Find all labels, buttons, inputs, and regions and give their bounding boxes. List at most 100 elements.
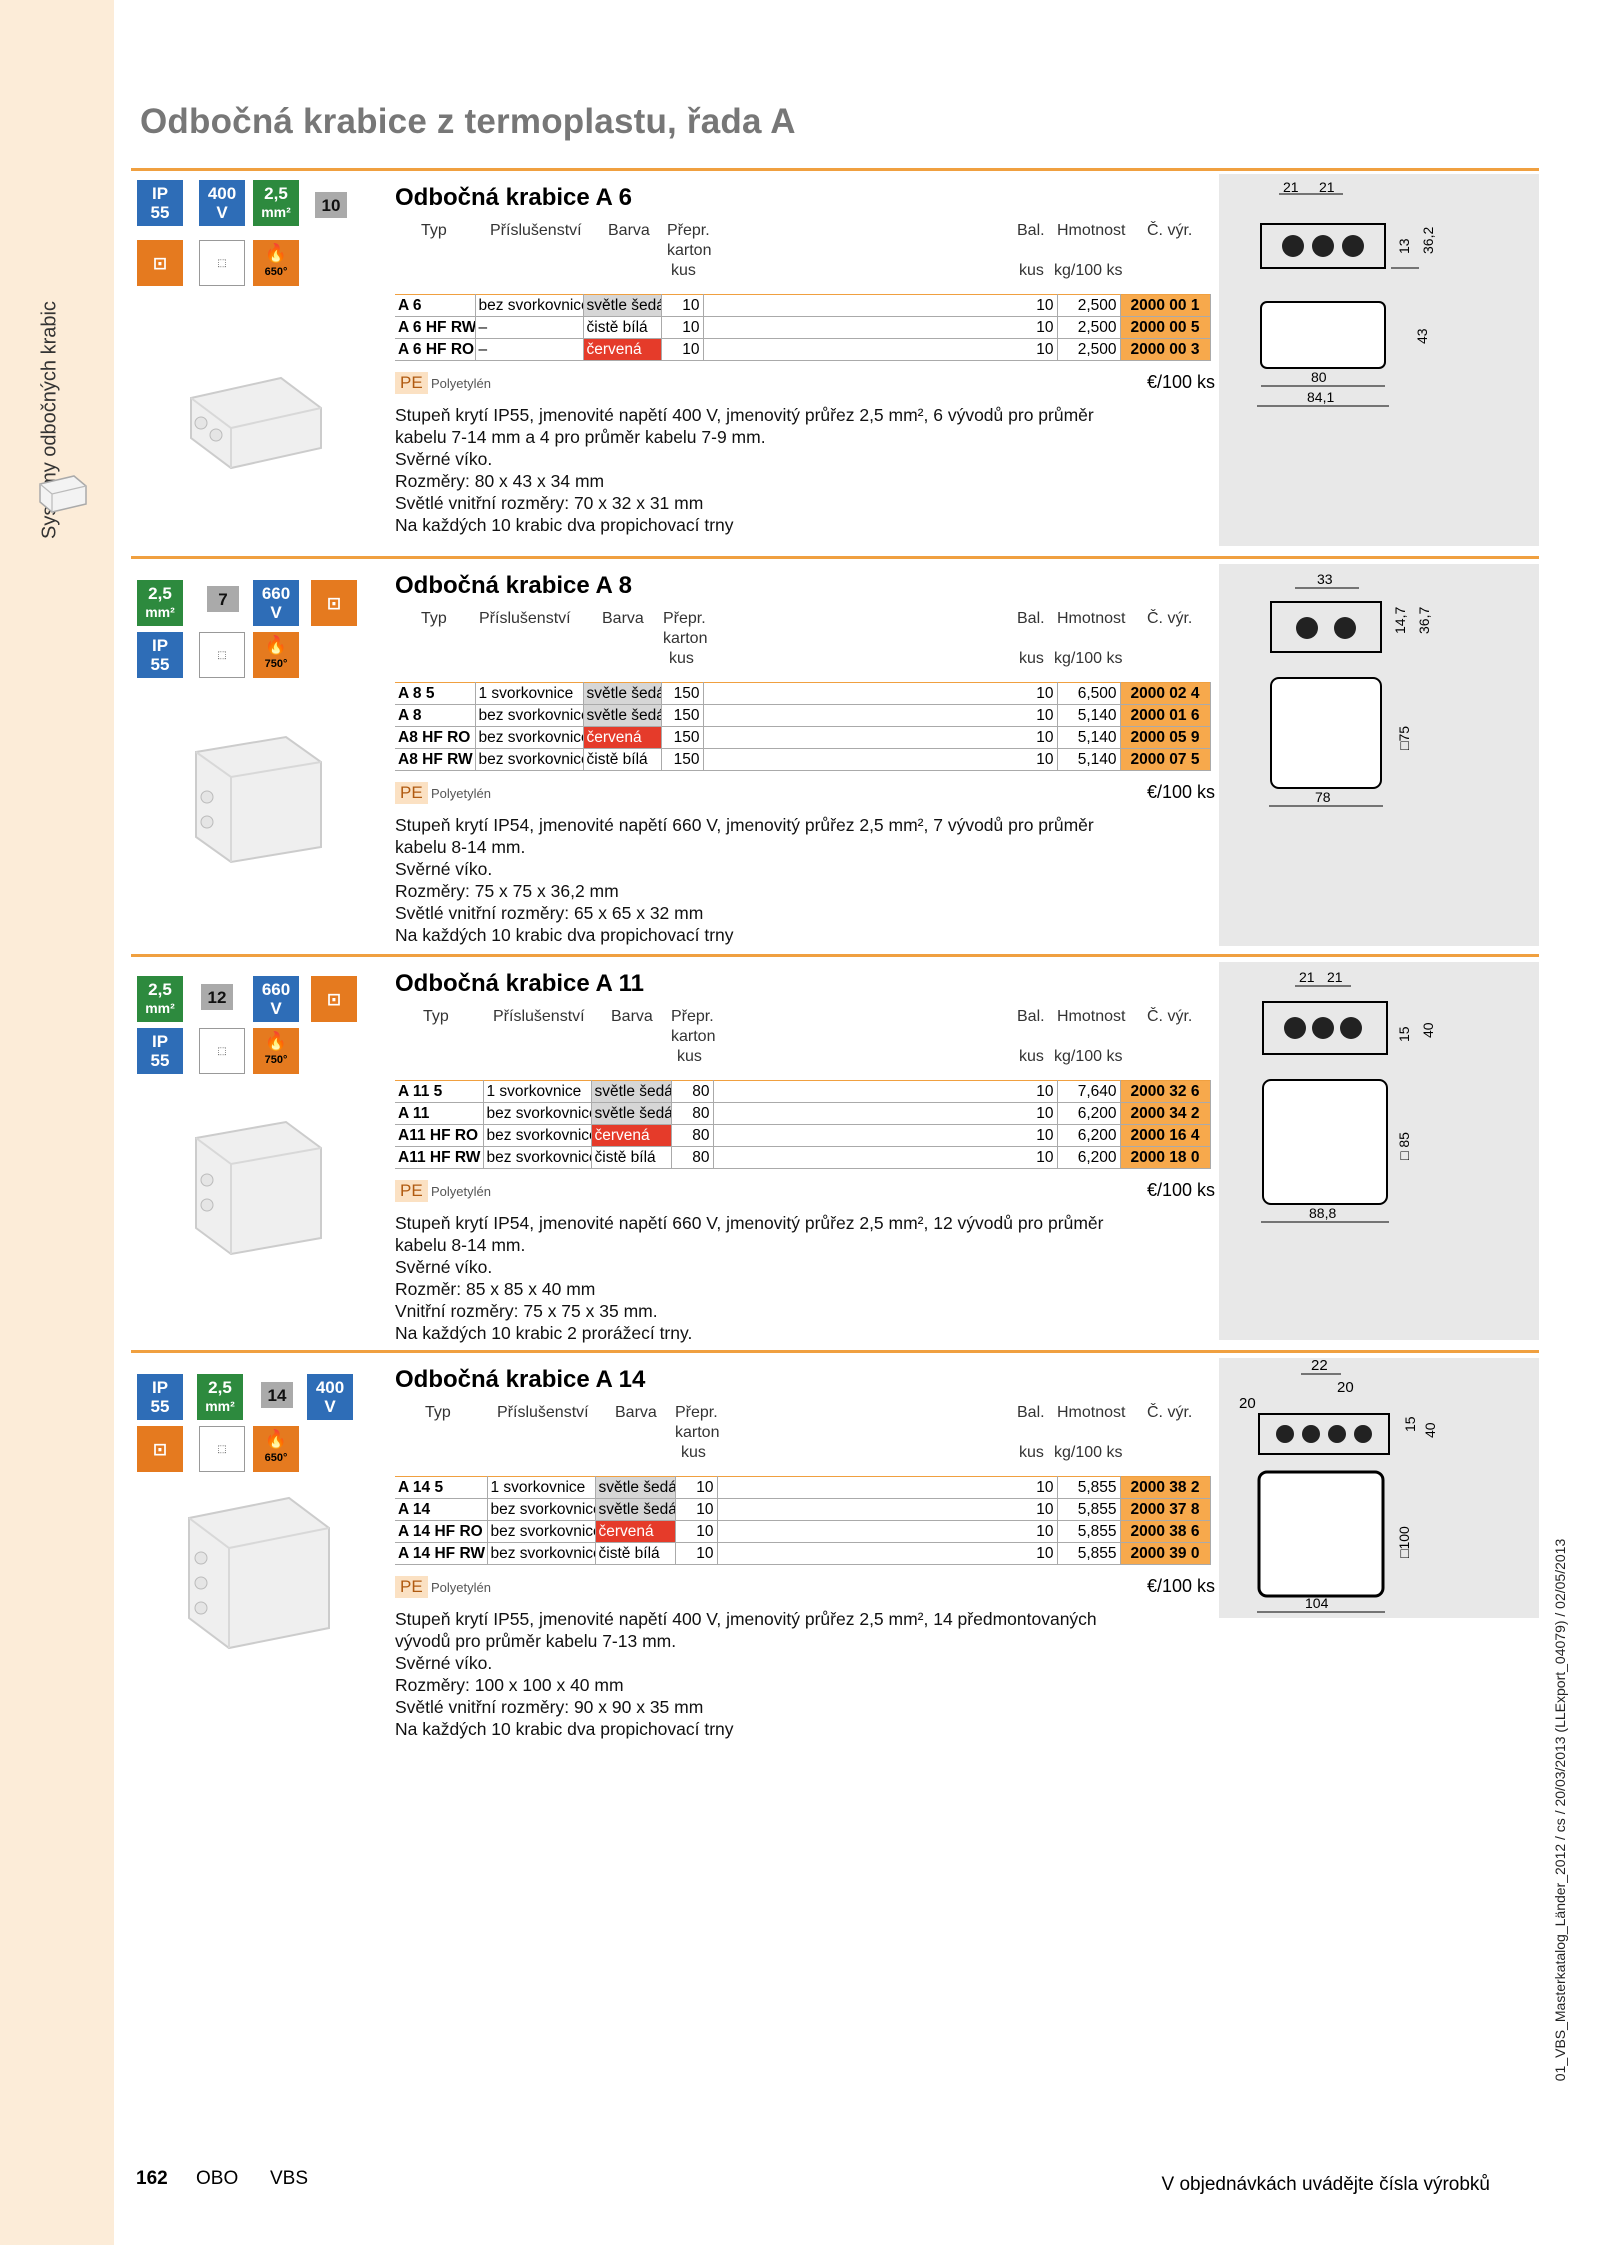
outlets-badge: 14 xyxy=(261,1382,293,1408)
header-weight: Hmotnost xyxy=(1057,610,1126,627)
header-kus2: kus xyxy=(1019,1048,1044,1065)
dim-w1: 80 xyxy=(1311,369,1327,385)
header-weight: Hmotnost xyxy=(1057,1008,1126,1025)
header-weight: Hmotnost xyxy=(1057,222,1126,239)
section-divider xyxy=(131,954,1539,957)
dim-a: 21 xyxy=(1283,179,1299,195)
header-bal: Bal. xyxy=(1017,1008,1045,1025)
header-color: Barva xyxy=(615,1404,657,1421)
price-unit: €/100 ks xyxy=(1146,1180,1215,1200)
header-carton: karton xyxy=(675,1424,720,1441)
material-price-row: PE Polyetylén €/100 ks xyxy=(395,1574,1215,1602)
technical-drawing-a6: 21 21 13 36,2 43 80 84,1 xyxy=(1219,174,1539,546)
header-bal: Bal. xyxy=(1017,610,1045,627)
material-code: PE xyxy=(395,782,428,804)
technical-drawing-a14: 22 20 20 15 40 □100 104 xyxy=(1219,1358,1539,1618)
terminal-icon: ⊡ xyxy=(311,976,357,1022)
price-unit: €/100 ks xyxy=(1146,1576,1215,1596)
dim-w1: 104 xyxy=(1305,1595,1329,1611)
header-kus: kus xyxy=(669,650,694,667)
junction-box-thumbnail-icon xyxy=(39,475,87,513)
header-kg: kg/100 ks xyxy=(1054,1444,1123,1461)
footer-note: V objednávkách uvádějte čísla výrobků xyxy=(1161,2174,1490,2195)
outlets-badge: 12 xyxy=(201,984,233,1010)
dim-b: 21 xyxy=(1319,179,1335,195)
dim-w1: 78 xyxy=(1315,789,1331,805)
product-photo-a8 xyxy=(195,735,322,864)
header-typ: Typ xyxy=(423,1008,449,1025)
product-description: Stupeň krytí IP55, jmenovité napětí 400 … xyxy=(395,1609,1097,1739)
header-kus2: kus xyxy=(1019,1444,1044,1461)
technical-drawing-a8: 33 14,7 36,7 □75 78 xyxy=(1219,564,1539,946)
header-bal: Bal. xyxy=(1017,222,1045,239)
footer-brand: OBO xyxy=(196,2168,239,2189)
dim-a: 22 xyxy=(1311,1358,1328,1374)
header-color: Barva xyxy=(611,1008,653,1025)
dim-a: 33 xyxy=(1317,571,1333,587)
fire-safety-icon: ⬚ xyxy=(199,240,245,286)
flame-temperature-icon: 🔥750° xyxy=(253,632,299,678)
header-article: Č. výr. xyxy=(1147,222,1193,239)
section-divider xyxy=(131,1350,1539,1353)
header-kg: kg/100 ks xyxy=(1054,262,1123,279)
fire-safety-icon: ⬚ xyxy=(199,1426,245,1472)
page-title: Odbočná krabice z termoplastu, řada A xyxy=(140,102,796,141)
dim-h3: □75 xyxy=(1396,726,1412,750)
fire-safety-icon: ⬚ xyxy=(199,632,245,678)
header-article: Č. výr. xyxy=(1147,610,1193,627)
material-price-row: PE Polyetylén €/100 ks xyxy=(395,780,1215,808)
dim-c: 20 xyxy=(1239,1395,1256,1412)
header-transport: Přepr. xyxy=(671,1008,714,1025)
header-typ: Typ xyxy=(421,222,447,239)
material-price-row: PE Polyetylén €/100 ks xyxy=(395,370,1215,398)
header-accessories: Příslušenství xyxy=(479,610,571,627)
dim-h1: 15 xyxy=(1402,1416,1418,1432)
product-description: Stupeň krytí IP55, jmenovité napětí 400 … xyxy=(395,405,1094,535)
dim-h2: 40 xyxy=(1420,1022,1436,1038)
header-kg: kg/100 ks xyxy=(1054,1048,1123,1065)
dim-a: 21 xyxy=(1299,969,1315,985)
header-carton: karton xyxy=(671,1028,716,1045)
dim-b: 21 xyxy=(1327,969,1343,985)
price-unit: €/100 ks xyxy=(1146,372,1215,392)
header-kus: kus xyxy=(681,1444,706,1461)
dim-h3: □ 85 xyxy=(1396,1132,1412,1160)
terminal-icon: ⊡ xyxy=(137,1426,183,1472)
dim-h1: 14,7 xyxy=(1392,607,1408,634)
header-transport: Přepr. xyxy=(663,610,706,627)
product-description: Stupeň krytí IP54, jmenovité napětí 660 … xyxy=(395,815,1094,945)
material-code: PE xyxy=(395,372,428,394)
dim-h3: 43 xyxy=(1414,328,1430,344)
product-photo-a14 xyxy=(188,1496,330,1650)
header-kus: kus xyxy=(677,1048,702,1065)
header-weight: Hmotnost xyxy=(1057,1404,1126,1421)
dim-h1: 13 xyxy=(1396,238,1412,254)
material-code: PE xyxy=(395,1576,428,1598)
section-title: Odbočná krabice A 11 xyxy=(395,970,644,997)
side-metadata: 01_VBS_Masterkatalog_Länder_2012 / cs / … xyxy=(1552,1538,1568,2082)
material-name: Polyetylén xyxy=(431,376,491,391)
section-divider xyxy=(131,168,1539,171)
section-title: Odbočná krabice A 14 xyxy=(395,1366,646,1393)
header-article: Č. výr. xyxy=(1147,1008,1193,1025)
